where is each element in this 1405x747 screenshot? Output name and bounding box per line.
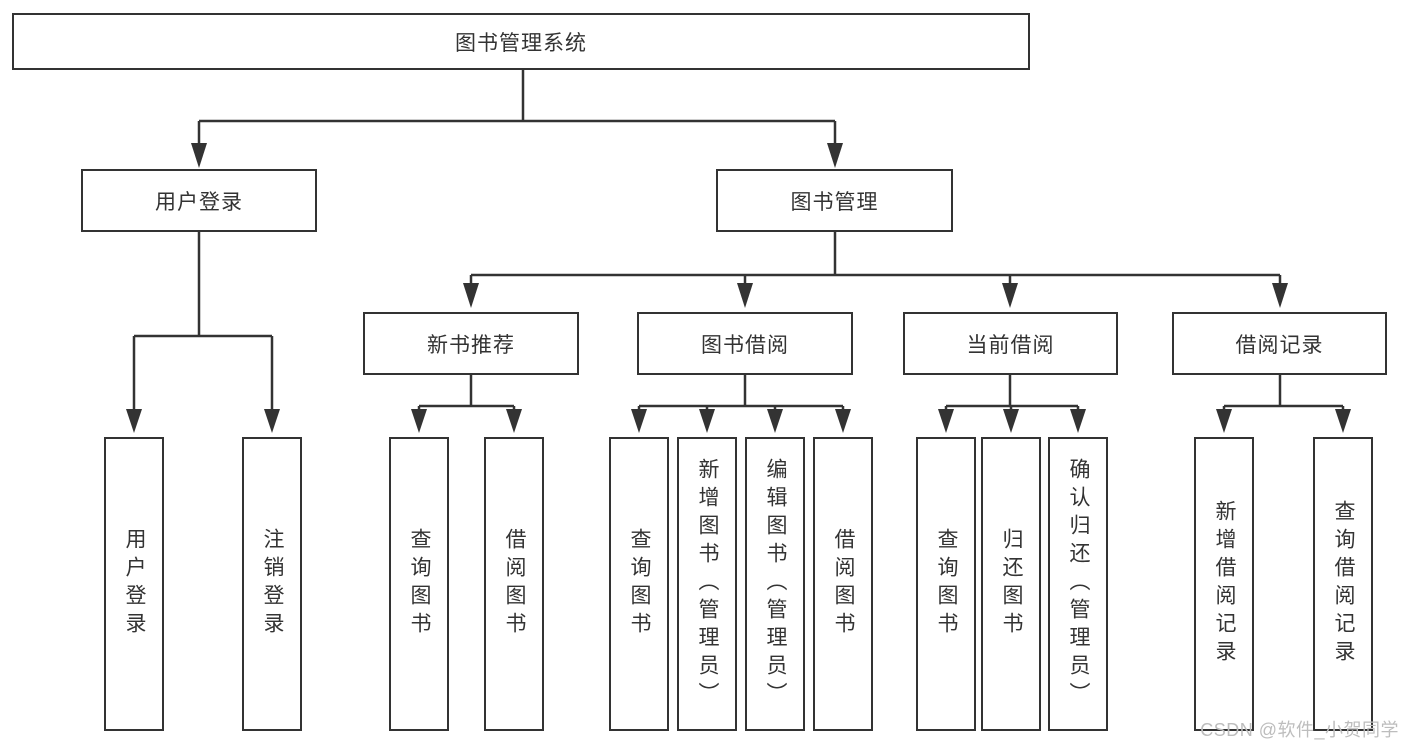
arrow-down-icon	[1216, 409, 1232, 433]
connector-user-login-to-leaves	[126, 232, 280, 433]
arrow-down-icon	[767, 409, 783, 433]
node-book-borrowing: 图书借阅	[637, 312, 853, 375]
leaf-label: 编辑图书（管理员）	[764, 458, 787, 710]
connector-new-book-recommend-to-leaves	[411, 375, 522, 433]
arrow-down-icon	[1070, 409, 1086, 433]
arrow-down-icon	[506, 409, 522, 433]
leaf-query-borrow-record: 查询借阅记录	[1313, 437, 1373, 731]
leaf-return-book: 归还图书	[981, 437, 1041, 731]
arrow-down-icon	[631, 409, 647, 433]
leaf-add-borrow-record: 新增借阅记录	[1194, 437, 1254, 731]
leaf-logout: 注销登录	[242, 437, 302, 731]
node-current-borrowing: 当前借阅	[903, 312, 1118, 375]
arrow-down-icon	[191, 143, 207, 168]
leaf-add-book-admin: 新增图书（管理员）	[677, 437, 737, 731]
arrow-down-icon	[1272, 283, 1288, 308]
arrow-down-icon	[463, 283, 479, 308]
leaf-label: 用户登录	[123, 528, 146, 640]
leaf-query-books-recommend: 查询图书	[389, 437, 449, 731]
connector-current-borrowing-to-leaves	[938, 375, 1086, 433]
leaf-label: 查询借阅记录	[1332, 500, 1355, 668]
connector-book-borrowing-to-leaves	[631, 375, 851, 433]
connector-root-to-level2	[191, 70, 843, 168]
leaf-label: 注销登录	[261, 528, 284, 640]
leaf-label: 借阅图书	[503, 528, 526, 640]
arrow-down-icon	[264, 409, 280, 433]
leaf-label: 查询图书	[628, 528, 651, 640]
node-user-login: 用户登录	[81, 169, 317, 232]
node-new-book-recommend: 新书推荐	[363, 312, 579, 375]
leaf-label: 新增图书（管理员）	[696, 458, 719, 710]
leaf-query-books-borrowing: 查询图书	[609, 437, 669, 731]
leaf-label: 归还图书	[1000, 528, 1023, 640]
leaf-query-books-current: 查询图书	[916, 437, 976, 731]
arrow-down-icon	[411, 409, 427, 433]
leaf-label: 确认归还（管理员）	[1067, 458, 1090, 710]
node-borrowing-records: 借阅记录	[1172, 312, 1387, 375]
arrow-down-icon	[938, 409, 954, 433]
leaf-label: 查询图书	[935, 528, 958, 640]
leaf-confirm-return-admin: 确认归还（管理员）	[1048, 437, 1108, 731]
node-book-management: 图书管理	[716, 169, 953, 232]
leaf-borrow-books-recommend: 借阅图书	[484, 437, 544, 731]
leaf-label: 新增借阅记录	[1213, 500, 1236, 668]
leaf-label: 查询图书	[408, 528, 431, 640]
arrow-down-icon	[126, 409, 142, 433]
leaf-borrow-books: 借阅图书	[813, 437, 873, 731]
arrow-down-icon	[1002, 283, 1018, 308]
arrow-down-icon	[699, 409, 715, 433]
arrow-down-icon	[737, 283, 753, 308]
node-root-system: 图书管理系统	[12, 13, 1030, 70]
arrow-down-icon	[835, 409, 851, 433]
csdn-watermark: CSDN @软件_小贺同学	[1200, 720, 1399, 740]
arrow-down-icon	[1335, 409, 1351, 433]
leaf-user-login: 用户登录	[104, 437, 164, 731]
connector-borrowing-records-to-leaves	[1216, 375, 1351, 433]
leaf-edit-book-admin: 编辑图书（管理员）	[745, 437, 805, 731]
connector-book-management-to-level3	[463, 232, 1288, 308]
leaf-label: 借阅图书	[832, 528, 855, 640]
arrow-down-icon	[827, 143, 843, 168]
arrow-down-icon	[1003, 409, 1019, 433]
